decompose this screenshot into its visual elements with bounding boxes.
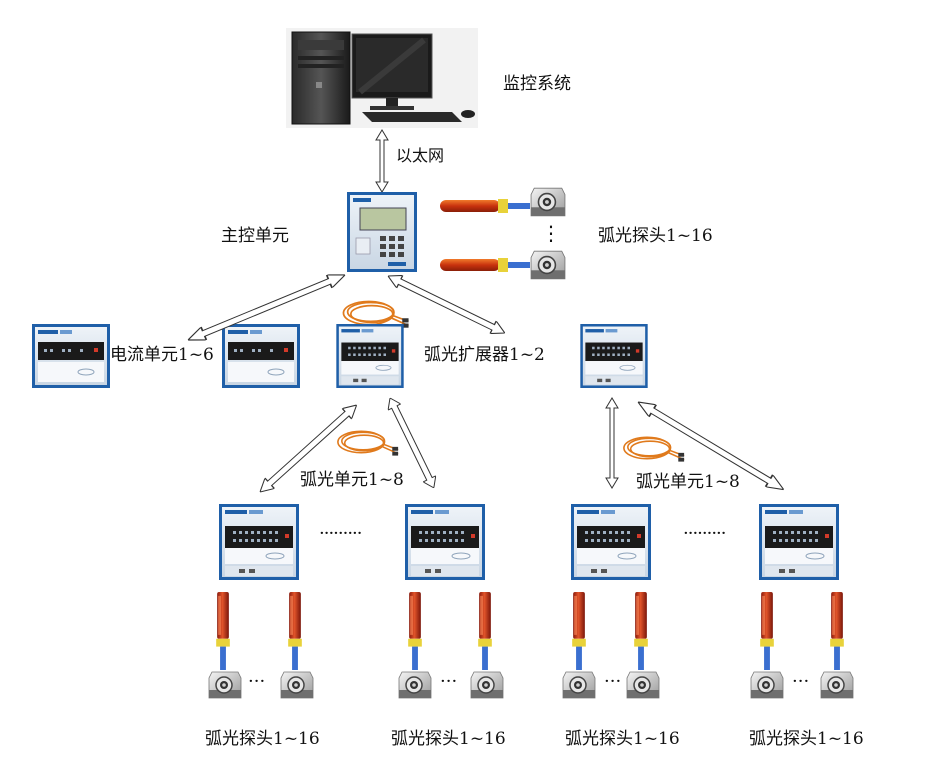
arc-sensor-icon-4: [470, 671, 504, 699]
arc-sensor-icon-7: [750, 671, 784, 699]
current-unit-icon-2: [222, 324, 300, 388]
top-arc-probe-label: 弧光探头1~16: [598, 226, 713, 246]
arc-expander-label: 弧光扩展器1~2: [424, 345, 545, 365]
top-probe-sensor-1: [530, 187, 566, 217]
probe-group-label-3: 弧光探头1~16: [565, 729, 680, 749]
arc-sensor-icon-5: [562, 671, 596, 699]
ellipsis-right: ·········: [683, 523, 726, 544]
main-control-unit-label: 主控单元: [221, 226, 289, 246]
arc-sensor-icon-6: [626, 671, 660, 699]
arc-sensor-icon-1: [208, 671, 242, 699]
top-probe-sensor-2: [530, 250, 566, 280]
probe-group-label-2: 弧光探头1~16: [391, 729, 506, 749]
ellipsis-left: ·········: [319, 523, 362, 544]
fiber-coil-icon-left: [337, 430, 399, 457]
arc-sensor-icon-8: [820, 671, 854, 699]
vertical-ellipsis: ⋮: [541, 221, 561, 245]
arc-probe-icon-8: [830, 592, 844, 670]
current-unit-label: 电流单元1~6: [110, 345, 214, 365]
arc-unit-icon-2: [404, 504, 486, 580]
current-unit-icon-1: [32, 324, 110, 388]
arc-expander-icon-1: [335, 324, 405, 388]
probe-group-label-4: 弧光探头1~16: [749, 729, 864, 749]
probe-ellipsis-1: ···: [248, 671, 266, 692]
arc-probe-icon-6: [634, 592, 648, 670]
arc-unit-label-right: 弧光单元1~8: [636, 472, 740, 492]
probe-ellipsis-2: ···: [440, 671, 458, 692]
desktop-computer-icon: [286, 28, 478, 128]
probe-ellipsis-4: ···: [792, 671, 810, 692]
fiber-coil-icon-top: [342, 300, 410, 329]
arc-sensor-icon-2: [280, 671, 314, 699]
link-arrow-expander2-unit1: [605, 397, 619, 489]
arc-expander-icon-2: [579, 324, 649, 388]
top-probe-cable-2: [440, 258, 530, 272]
arc-probe-icon-3: [408, 592, 422, 670]
arc-unit-icon-3: [570, 504, 652, 580]
main-control-unit-icon: [347, 192, 417, 272]
fiber-coil-icon-right: [623, 436, 685, 463]
ethernet-label: 以太网: [396, 146, 445, 165]
arc-probe-icon-7: [760, 592, 774, 670]
arc-unit-icon-1: [218, 504, 300, 580]
arc-unit-label-left: 弧光单元1~8: [300, 470, 404, 490]
arc-sensor-icon-3: [398, 671, 432, 699]
ethernet-link-arrow: [375, 129, 389, 193]
top-probe-cable-1: [440, 199, 530, 213]
arc-unit-icon-4: [758, 504, 840, 580]
probe-group-label-1: 弧光探头1~16: [205, 729, 320, 749]
arc-probe-icon-5: [572, 592, 586, 670]
arc-probe-icon-1: [216, 592, 230, 670]
monitor-system-label: 监控系统: [503, 74, 571, 94]
arc-probe-icon-4: [478, 592, 492, 670]
probe-ellipsis-3: ···: [604, 671, 622, 692]
arc-probe-icon-2: [288, 592, 302, 670]
